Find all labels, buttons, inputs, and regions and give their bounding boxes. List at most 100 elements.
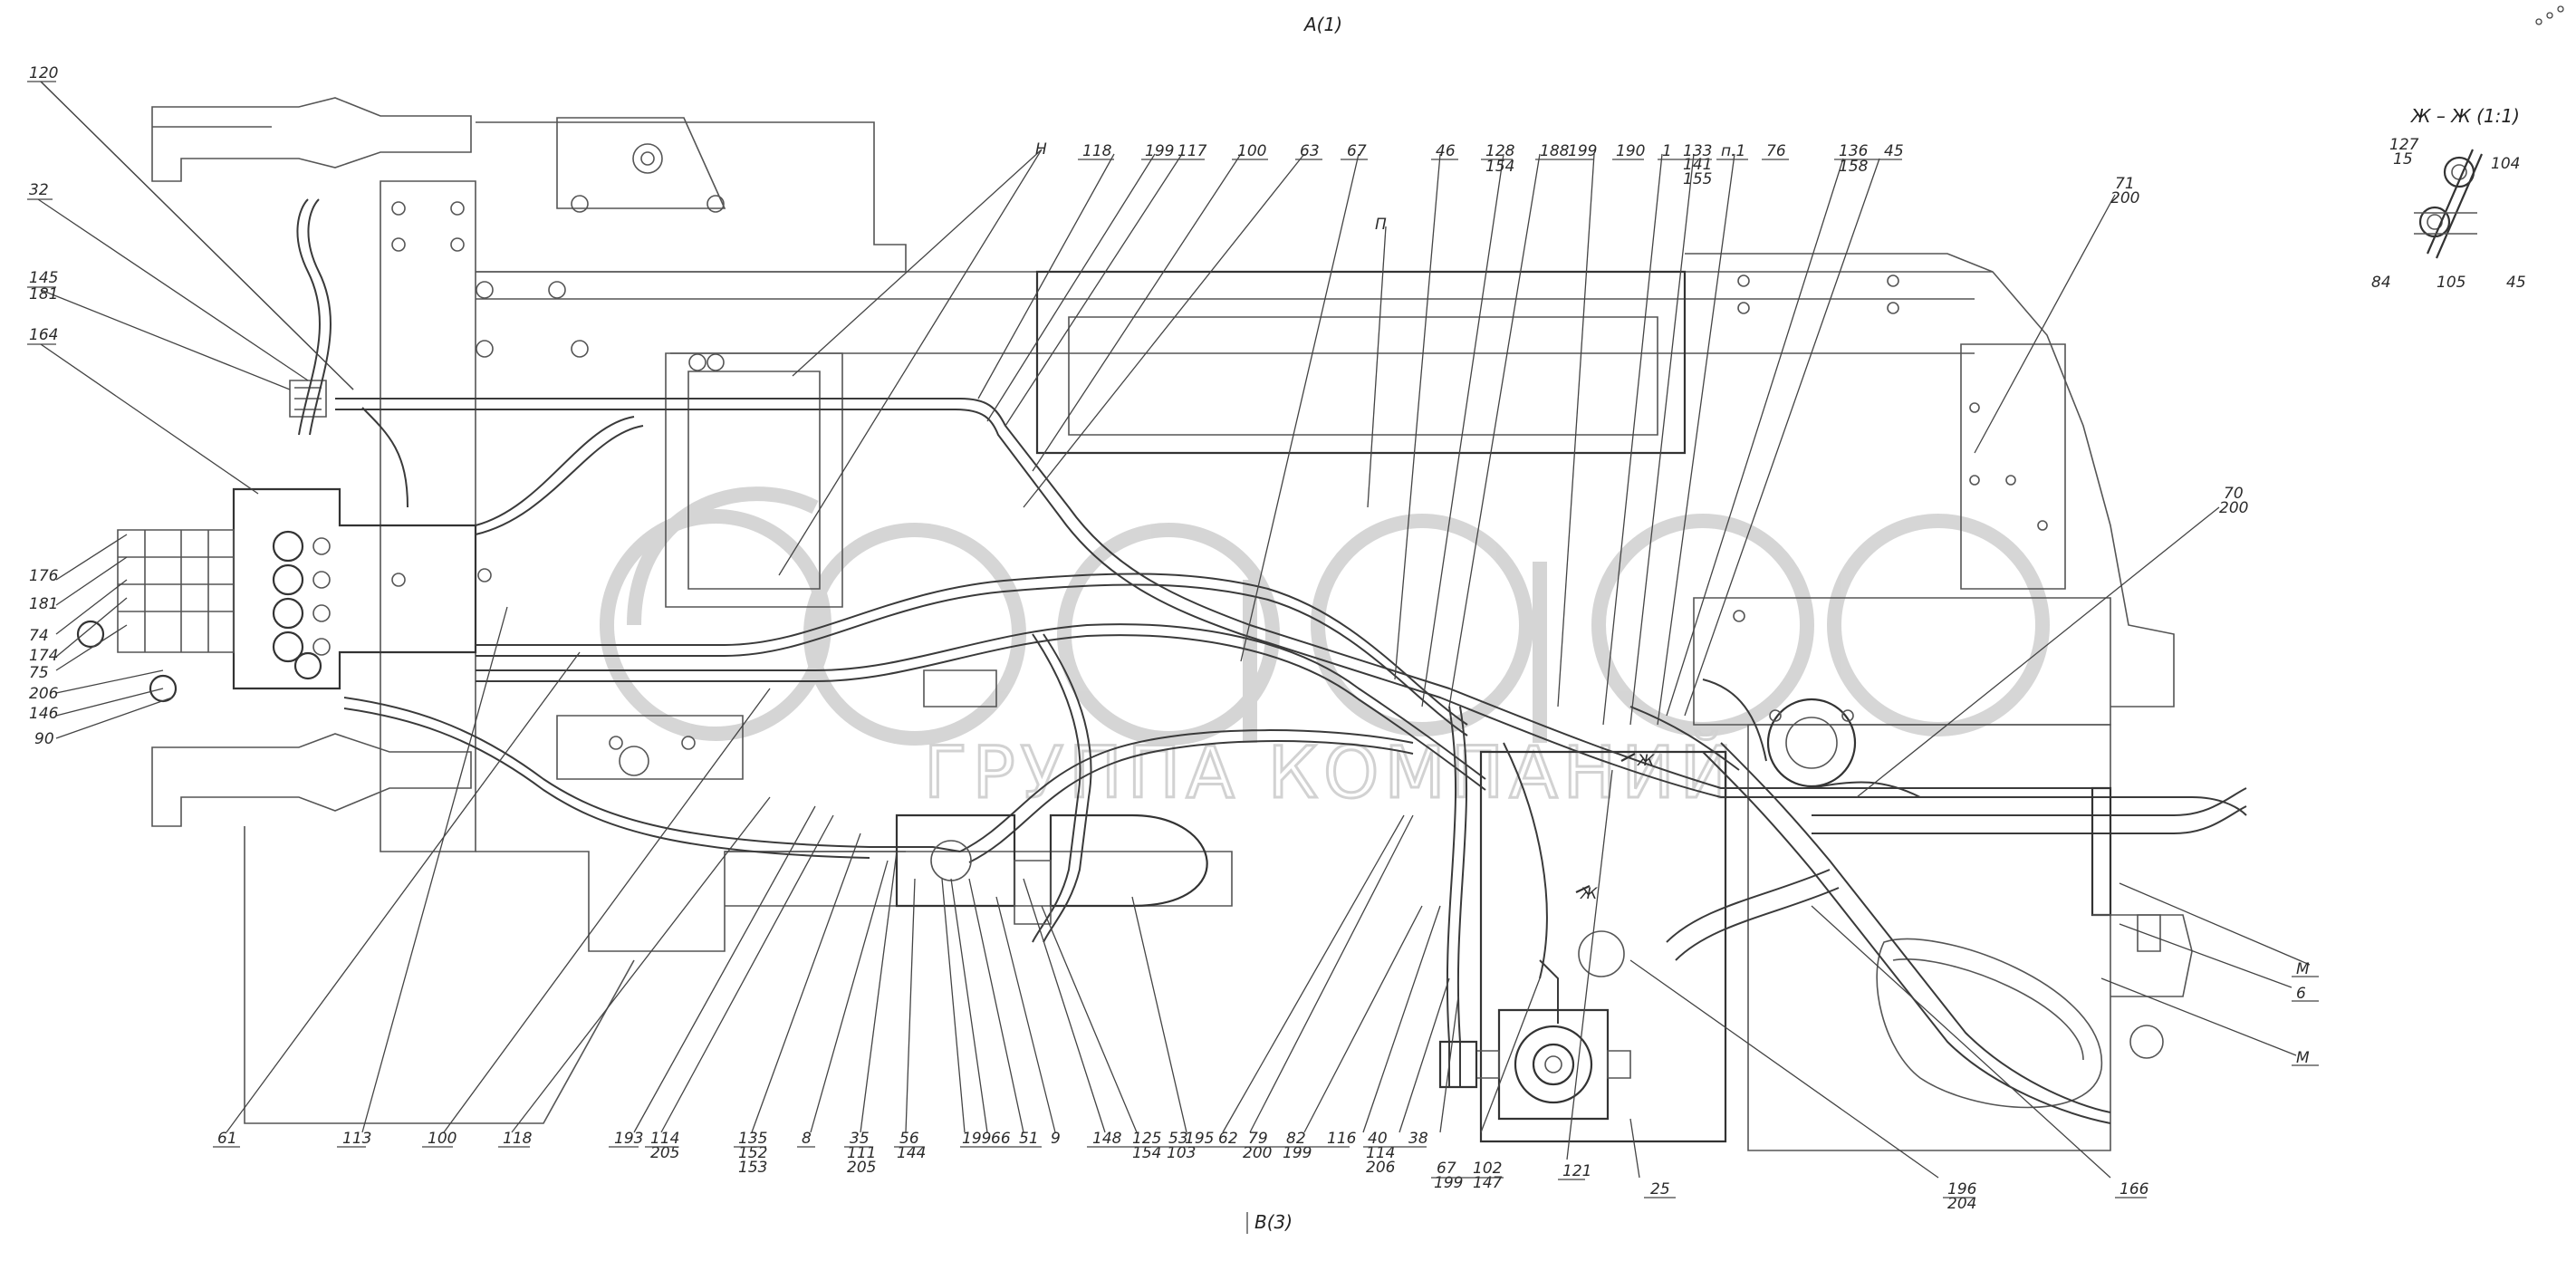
callout-196: 196 (1947, 1180, 1977, 1198)
distribution-valve-block (76, 380, 477, 703)
callout-67: 67 (1347, 142, 1367, 160)
callout-45: 45 (1884, 142, 1904, 160)
callout-p1: п.1 (1721, 142, 1745, 160)
callout-100: 100 (1237, 142, 1266, 160)
section-title: Ж – Ж (1:1) (2409, 105, 2520, 127)
callout-166: 166 (2119, 1180, 2149, 1198)
callout-1: 1 (1662, 142, 1672, 160)
watermark-text: ГРУППА КОМПАНИЙ (924, 731, 1738, 814)
callout-181b: 181 (29, 595, 58, 613)
callout-66: 66 (991, 1130, 1011, 1148)
callout-205: 205 (847, 1159, 876, 1177)
callout-51: 51 (1019, 1130, 1039, 1148)
callout-74: 74 (29, 627, 49, 645)
right-bracket (2091, 786, 2193, 1059)
callout-200: 200 (2110, 189, 2139, 207)
callout-206b: 206 (1366, 1159, 1396, 1177)
callout-199d: 199 (1283, 1144, 1312, 1162)
callout-199b: 199 (1568, 142, 1597, 160)
callout-146: 146 (29, 705, 59, 723)
callout-199: 199 (1145, 142, 1174, 160)
callout-56: 56 (899, 1130, 919, 1148)
callout-25: 25 (1650, 1180, 1670, 1198)
callout-76: 76 (1766, 142, 1786, 160)
callout-15: 15 (2393, 150, 2413, 168)
callout-35: 35 (850, 1130, 870, 1148)
callout-46: 46 (1436, 142, 1456, 160)
callout-82: 82 (1286, 1130, 1306, 1148)
callout-71: 71 (2115, 175, 2135, 193)
callout-32: 32 (29, 181, 49, 199)
callout-154b: 154 (1132, 1144, 1161, 1162)
callout-6: 6 (2296, 985, 2306, 1003)
callout-8: 8 (802, 1130, 812, 1148)
callout-144: 144 (897, 1144, 926, 1162)
callout-199c: 199 (1434, 1174, 1463, 1192)
callout-labels: 120 32 145 181 164 176 181 74 174 75 206… (27, 64, 2526, 1213)
callout-141: 141 (1683, 156, 1712, 174)
callout-79: 79 (1248, 1130, 1268, 1148)
callout-90: 90 (34, 730, 54, 748)
callout-206: 206 (29, 685, 59, 703)
callout-105: 105 (2437, 274, 2465, 292)
view-title-b: В(3) (1254, 1211, 1293, 1233)
section-mark-2: Ж (1580, 885, 1598, 903)
callout-116: 116 (1327, 1130, 1357, 1148)
corner-mark (2535, 5, 2564, 25)
callout-104: 104 (2491, 155, 2520, 173)
callout-127: 127 (2389, 136, 2419, 154)
callout-148: 148 (1092, 1130, 1122, 1148)
callout-200c: 200 (1243, 1144, 1272, 1162)
callout-205b: 205 (650, 1144, 679, 1162)
section-mark-1: Ж (1637, 752, 1655, 770)
callout-underlines (213, 159, 2319, 1198)
callout-61: 61 (217, 1130, 237, 1148)
callout-67b: 67 (1437, 1160, 1456, 1178)
callout-118: 118 (1082, 142, 1112, 160)
callout-153: 153 (738, 1159, 767, 1177)
callout-181: 181 (29, 285, 58, 303)
callout-193: 193 (614, 1130, 643, 1148)
callout-135: 135 (738, 1130, 767, 1148)
hydraulic-lines (296, 198, 2247, 1124)
callout-174: 174 (29, 647, 58, 665)
chassis-frame (151, 97, 2175, 1151)
callout-9: 9 (1051, 1130, 1061, 1148)
callout-154: 154 (1485, 158, 1514, 176)
callout-111: 111 (847, 1144, 876, 1162)
section-detail (2414, 149, 2484, 259)
callout-114b: 114 (650, 1130, 679, 1148)
callout-75: 75 (29, 664, 49, 682)
callout-133: 133 (1683, 142, 1712, 160)
bolt-holes (391, 143, 2048, 776)
callout-195: 195 (1185, 1130, 1214, 1148)
callout-40: 40 (1368, 1130, 1388, 1148)
callout-152: 152 (738, 1144, 767, 1162)
callout-145: 145 (29, 269, 58, 287)
callout-38: 38 (1408, 1130, 1428, 1148)
callout-63: 63 (1300, 142, 1320, 160)
callout-176: 176 (29, 567, 59, 585)
callout-190: 190 (1616, 142, 1645, 160)
callout-128: 128 (1485, 142, 1515, 160)
callout-147: 147 (1473, 1174, 1503, 1192)
callout-121: 121 (1562, 1162, 1591, 1180)
callout-188: 188 (1540, 142, 1570, 160)
leader-lines (37, 81, 2311, 1179)
callout-m2: М (2296, 1049, 2310, 1067)
view-title-a: А(1) (1302, 14, 1342, 35)
callout-125: 125 (1132, 1130, 1161, 1148)
callout-84: 84 (2371, 274, 2391, 292)
callout-118b: 118 (503, 1130, 533, 1148)
callout-100b: 100 (428, 1130, 457, 1148)
callout-53: 53 (1168, 1130, 1188, 1148)
callout-70: 70 (2224, 485, 2244, 503)
callout-103: 103 (1167, 1144, 1196, 1162)
callout-155: 155 (1683, 170, 1712, 188)
callout-p: П (1375, 216, 1387, 234)
callout-45b: 45 (2506, 274, 2526, 292)
callout-n: Н (1035, 140, 1047, 159)
callout-158: 158 (1839, 158, 1869, 176)
callout-m1: М (2296, 960, 2310, 978)
